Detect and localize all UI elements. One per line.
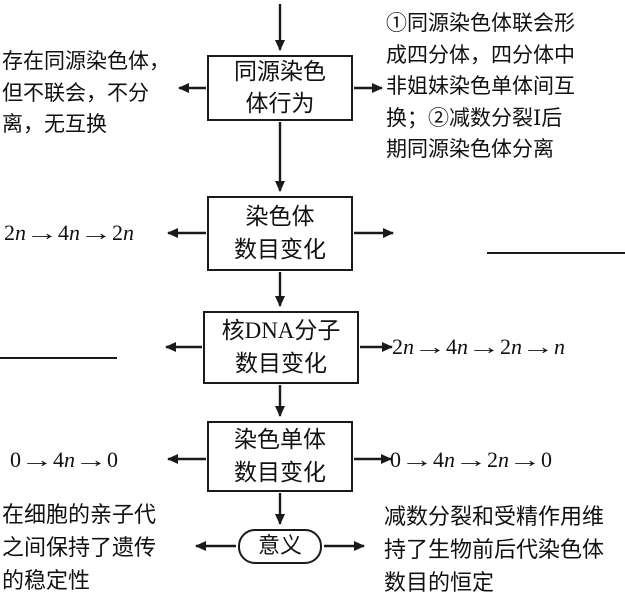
blank-line-chromosome-right [487,252,625,254]
box-chromatid-number-line1: 染色单体 [234,427,326,453]
box-meaning: 意义 [238,529,322,564]
box-chromosome-number-line1: 染色体 [245,204,315,230]
seq-meiosis-chromatid: 0→4n→2n→0 [390,447,552,472]
box-dna-number-line1: 核DNA分子 [221,318,341,344]
note-meiosis-meaning: 减数分裂和受精作用维 持了生物前后代染色体 数目的恒定 [384,504,605,595]
box-chromosome-number-line2: 数目变化 [234,236,326,262]
note-meiosis-homologous: ①同源染色体联会形 成四分体，四分体中 非姐妹染色单体间互 换；②减数分裂Ⅰ后 … [386,11,575,161]
box-dna-number: 核DNA分子 数目变化 [203,311,359,384]
seq-mitosis-chromosome: 2n→4n→2n [4,220,134,245]
box-meaning-line1: 意义 [257,533,302,559]
seq-mitosis-chromatid: 0→4n→0 [10,447,118,472]
box-dna-number-line2: 数目变化 [235,350,327,376]
blank-line-dna-left [0,357,117,359]
box-homologous-behavior-line1: 同源染色 [234,58,326,84]
note-mitosis-homologous: 存在同源染色体， 但不联会，不分 离，无互换 [2,49,170,136]
box-chromosome-number: 染色体 数目变化 [207,196,353,271]
box-chromatid-number-line2: 数目变化 [234,459,326,485]
box-homologous-behavior-line2: 体行为 [245,91,315,116]
note-mitosis-meaning: 在细胞的亲子代 之间保持了遗传 的稳定性 [2,502,157,593]
box-chromatid-number: 染色单体 数目变化 [207,421,353,492]
seq-meiosis-dna: 2n→4n→2n→n [392,334,565,359]
box-homologous-behavior: 同源染色 体行为 [207,55,353,121]
